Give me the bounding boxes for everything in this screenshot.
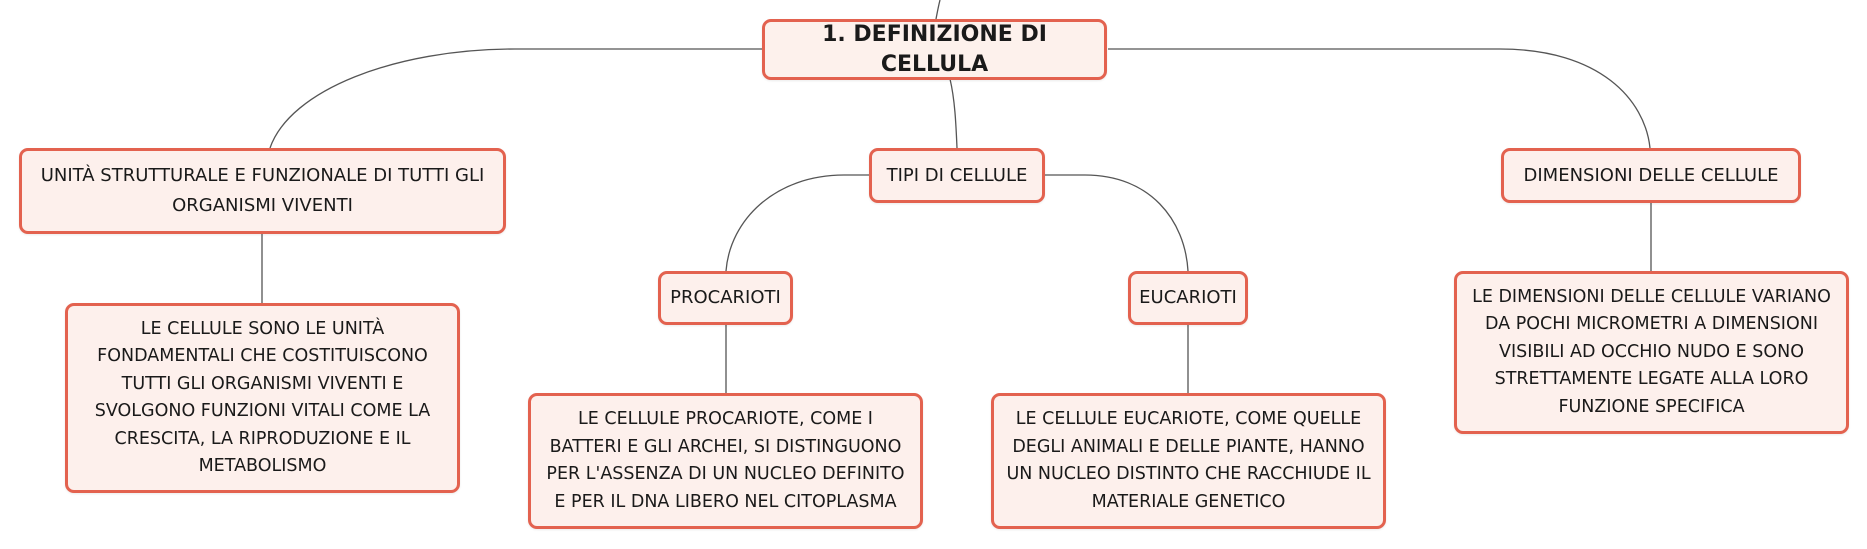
label-procarioti: PROCARIOTI bbox=[670, 287, 781, 308]
connector-root-to-left bbox=[269, 48, 763, 149]
detail-node-unita-fondamentali[interactable]: LE CELLULE SONO LE UNITÀ FONDAMENTALI CH… bbox=[65, 303, 460, 493]
detail-node-eucariote[interactable]: LE CELLULE EUCARIOTE, COME QUELLE DEGLI … bbox=[991, 393, 1386, 529]
branch-label-tipi-di-cellule: TIPI DI CELLULE bbox=[886, 164, 1028, 186]
connector-root-to-right bbox=[1108, 48, 1651, 149]
node-procarioti[interactable]: PROCARIOTI bbox=[658, 271, 793, 325]
branch-label-dimensioni: DIMENSIONI DELLE CELLULE bbox=[1523, 164, 1779, 186]
connector-center-to-eucarioti bbox=[1045, 174, 1189, 272]
detail-node-dimensioni[interactable]: LE DIMENSIONI DELLE CELLULE VARIANO DA P… bbox=[1454, 271, 1849, 434]
detail-text-eucariote: LE CELLULE EUCARIOTE, COME QUELLE DEGLI … bbox=[1006, 409, 1371, 512]
branch-node-tipi-di-cellule[interactable]: TIPI DI CELLULE bbox=[869, 148, 1045, 203]
branch-node-dimensioni[interactable]: DIMENSIONI DELLE CELLULE bbox=[1501, 148, 1801, 203]
detail-text-procariote: LE CELLULE PROCARIOTE, COME I BATTERI E … bbox=[546, 409, 905, 512]
detail-text-dimensioni: LE DIMENSIONI DELLE CELLULE VARIANO DA P… bbox=[1472, 286, 1831, 417]
connector-center-to-procarioti bbox=[725, 174, 870, 272]
node-eucarioti[interactable]: EUCARIOTI bbox=[1128, 271, 1248, 325]
root-node[interactable]: 1. DEFINIZIONE DI CELLULA bbox=[762, 19, 1107, 80]
root-label: 1. DEFINIZIONE DI CELLULA bbox=[822, 21, 1047, 77]
branch-label-unita-strutturale: UNITÀ STRUTTURALE E FUNZIONALE DI TUTTI … bbox=[40, 165, 485, 216]
connector-root-to-center bbox=[949, 78, 958, 149]
detail-text-unita-fondamentali: LE CELLULE SONO LE UNITÀ FONDAMENTALI CH… bbox=[94, 318, 431, 477]
label-eucarioti: EUCARIOTI bbox=[1139, 287, 1237, 308]
detail-node-procariote[interactable]: LE CELLULE PROCARIOTE, COME I BATTERI E … bbox=[528, 393, 923, 529]
branch-node-unita-strutturale[interactable]: UNITÀ STRUTTURALE E FUNZIONALE DI TUTTI … bbox=[19, 148, 506, 234]
connector-parent-to-root bbox=[935, 0, 941, 20]
